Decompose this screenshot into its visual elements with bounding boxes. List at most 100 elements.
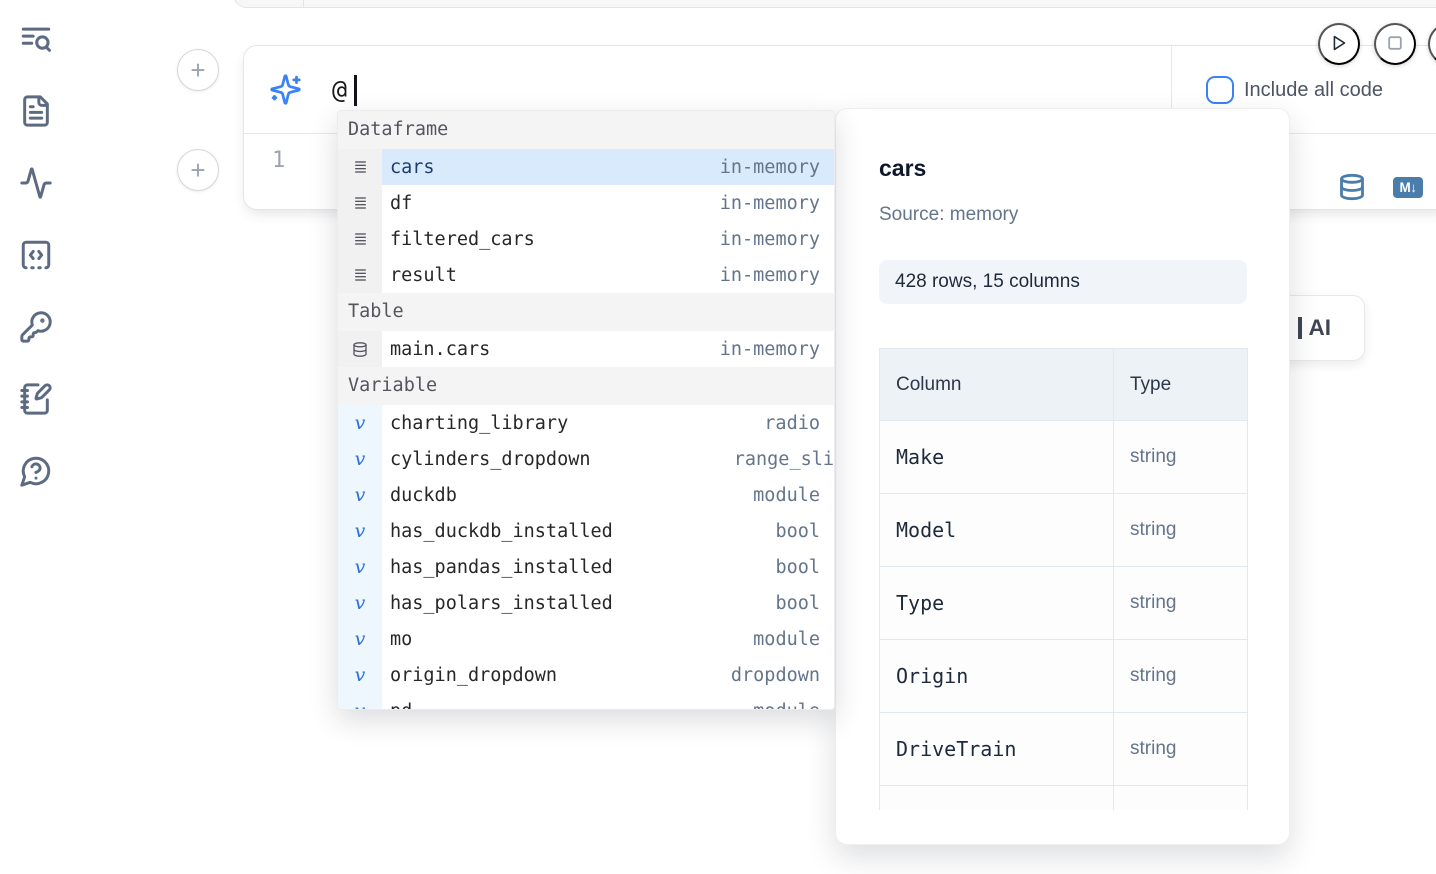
column-type [1113,785,1248,810]
item-type-label: dropdown [730,664,820,686]
prompt-divider [1171,46,1172,134]
variable-icon: v [338,621,382,657]
stop-cell-button[interactable] [1374,23,1416,65]
item-name: pd [382,701,412,710]
stop-square-icon [1385,33,1405,56]
help-circle-icon[interactable] [19,454,53,488]
item-content: charting_library radio [382,405,834,441]
column-type: string [1113,420,1248,494]
item-name: cylinders_dropdown [390,448,591,470]
item-name: main.cars [390,338,491,360]
dataframe-icon [338,221,382,257]
column-name: Model [879,493,1114,567]
item-type-label: in-memory [719,156,820,178]
item-type-label: bool [775,556,820,578]
markdown-icon[interactable]: M↓ [1393,177,1423,198]
ai-card-label: AI [1308,315,1332,340]
item-name: result [390,264,457,286]
database-icon[interactable] [1338,172,1366,202]
preview-source: Source: memory [879,204,1019,225]
item-content: duckdb module [382,477,834,513]
add-cell-above-button[interactable]: + [177,49,219,91]
item-content: has_polars_installed bool [382,585,834,621]
item-type-label: in-memory [719,228,820,250]
ai-prompt-input[interactable]: @ [332,75,348,104]
item-type-label: module [753,484,820,506]
item-type-label: radio [764,412,820,434]
dataframe-icon [338,185,382,221]
search-list-icon[interactable] [19,22,53,56]
activity-icon[interactable] [19,166,53,200]
add-cell-below-button[interactable]: + [177,149,219,191]
document-icon[interactable] [19,94,53,128]
column-name: Origin [879,639,1114,713]
previous-cell-fragment [233,0,1436,8]
autocomplete-item-has_pandas_installed[interactable]: v has_pandas_installed bool [338,549,834,585]
item-type-label: in-memory [719,338,820,360]
item-content: mo module [382,621,834,657]
variable-icon: v [338,585,382,621]
table-icon [338,331,382,367]
autocomplete-item-result[interactable]: result in-memory [338,257,834,293]
variable-icon: v [338,549,382,585]
code-square-icon[interactable] [19,238,53,272]
autocomplete-item-charting_library[interactable]: v charting_library radio [338,405,834,441]
item-name: has_polars_installed [390,592,613,614]
autocomplete-item-has_polars_installed[interactable]: v has_polars_installed bool [338,585,834,621]
schema-row-partial [879,785,1248,810]
column-type: string [1113,639,1248,713]
notebook-pen-icon[interactable] [19,382,53,416]
dataframe-icon [338,149,382,185]
variable-icon: v [338,693,382,709]
item-type-label: bool [775,520,820,542]
item-name: duckdb [390,484,457,506]
variable-icon: v [338,405,382,441]
autocomplete-item-filtered_cars[interactable]: filtered_cars in-memory [338,221,834,257]
item-content: main.cars in-memory [382,331,834,367]
column-name [879,785,1114,810]
item-name: has_pandas_installed [390,556,613,578]
item-type-label: in-memory [719,192,820,214]
item-name: mo [390,628,413,650]
run-cell-button[interactable] [1318,23,1360,65]
autocomplete-item-main.cars[interactable]: main.cars in-memory [338,331,834,367]
item-name: charting_library [390,412,569,434]
code-editor[interactable]: 1 M↓ [244,134,1436,209]
item-name: filtered_cars [390,228,535,250]
item-content: has_pandas_installed bool [382,549,834,585]
column-name: Make [879,420,1114,494]
item-type-label: bool [775,592,820,614]
sparkles-ai-icon [269,73,302,106]
line-number: 1 [272,148,286,173]
preview-shape-badge: 428 rows, 15 columns [879,260,1247,304]
text-cursor [354,75,357,106]
item-type-label: module [753,628,820,650]
item-content: filtered_cars in-memory [382,221,834,257]
item-type-label: in-memory [719,264,820,286]
play-icon [1328,32,1350,57]
include-all-code-checkbox[interactable] [1206,76,1234,104]
schema-header-column: Column [879,348,1114,421]
left-sidebar [19,22,59,488]
item-content: pdmodule [382,693,834,710]
key-icon[interactable] [19,310,53,344]
schema-header-type: Type [1113,348,1248,421]
autocomplete-item-pd[interactable]: vpdmodule [338,693,834,710]
variable-icon: v [338,657,382,693]
